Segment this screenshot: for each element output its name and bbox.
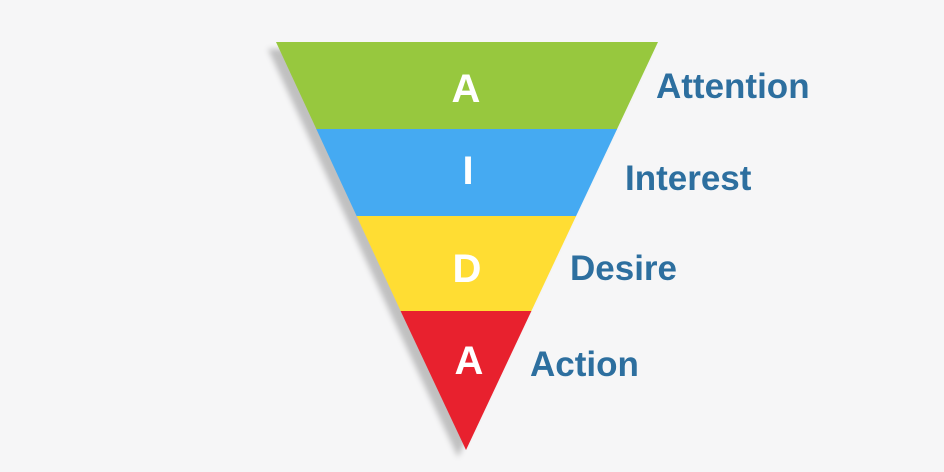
stage-label-attention: Attention: [656, 67, 810, 106]
stage-letter-attention: A: [452, 67, 481, 111]
stage-letter-desire: D: [453, 247, 482, 291]
funnel-stage-action: [400, 311, 532, 450]
stage-letter-interest: I: [462, 149, 473, 193]
funnel-stage-attention: [276, 42, 658, 130]
stage-label-action: Action: [530, 345, 639, 384]
stage-label-interest: Interest: [625, 159, 752, 198]
stage-label-desire: Desire: [570, 249, 678, 288]
funnel-stage-interest: [316, 129, 618, 217]
inverted-funnel-shape: A I D A: [276, 42, 658, 454]
funnel-stage-desire: [356, 216, 577, 312]
stage-letter-action: A: [455, 339, 484, 383]
